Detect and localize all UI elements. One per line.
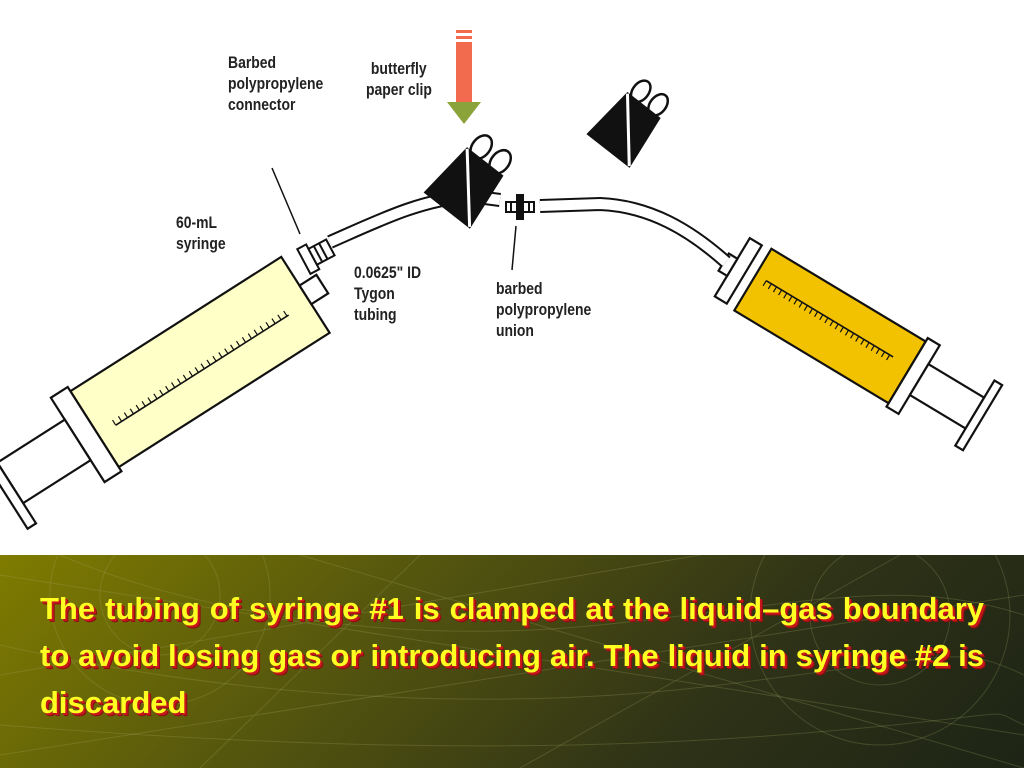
barbed-connector [295, 238, 336, 276]
syringe-1-tip [297, 273, 330, 306]
syringe-2 [713, 236, 1004, 452]
syringe-1-scale [112, 310, 288, 426]
syringe-1-thumb-rest [0, 440, 38, 531]
label-barbed-connector: Barbed polypropylene connector [228, 53, 324, 114]
down-arrow-icon [447, 30, 481, 124]
label-butterfly-clip: butterfly paper clip [366, 59, 432, 99]
syringe-2-scale [762, 280, 891, 361]
tygon-tubing-right [539, 196, 731, 268]
syringe-1-barrel [68, 255, 332, 469]
barbed-union [505, 194, 535, 220]
caption-panel: The tubing of syringe #1 is clamped at t… [0, 555, 1024, 768]
butterfly-clip-loose [586, 79, 670, 168]
butterfly-clip-on-tubing [423, 134, 513, 229]
web-background-pattern [0, 555, 1024, 768]
syringe-setup-diagram [0, 30, 1004, 531]
label-tygon-tubing: 0.0625" ID Tygon tubing [354, 263, 422, 324]
label-syringe: 60-mL syringe [176, 213, 226, 253]
label-barbed-union: barbed polypropylene union [496, 279, 592, 340]
leader-lines [271, 167, 517, 271]
syringe-1 [0, 255, 332, 531]
syringe-2-thumb-rest [953, 378, 1004, 452]
caption-text: The tubing of syringe #1 is clamped at t… [40, 591, 984, 720]
